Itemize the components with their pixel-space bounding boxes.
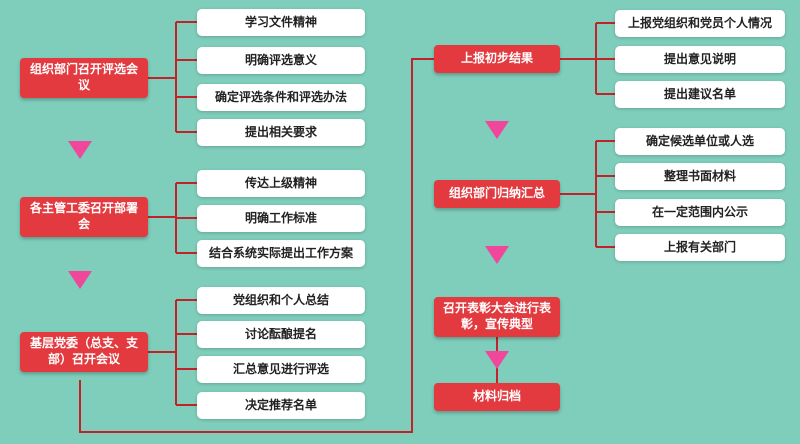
stage-1-step-1: 学习文件精神	[197, 9, 365, 36]
stage-3-step-1: 党组织和个人总结	[197, 287, 365, 314]
column-connector	[79, 58, 434, 433]
flow-arrow-2	[68, 271, 92, 289]
stage-3-step-2: 讨论酝酿提名	[197, 321, 365, 348]
stage-2-step-2: 明确工作标准	[197, 205, 365, 232]
stage-1-step-2: 明确评选意义	[197, 47, 365, 74]
stage-2-step-1: 传达上级精神	[197, 170, 365, 197]
stage-4-step-2: 提出意见说明	[615, 46, 785, 73]
stage-3-step-4: 决定推荐名单	[197, 392, 365, 419]
stage-3-step-3: 汇总意见进行评选	[197, 356, 365, 383]
stage-6-box: 召开表彰大会进行表彰，宣传典型	[434, 297, 560, 337]
flow-arrow-1	[68, 141, 92, 159]
flow-arrow-6	[485, 351, 509, 369]
stage-5-box: 组织部门归纳汇总	[434, 180, 560, 208]
stage-4-step-3: 提出建议名单	[615, 81, 785, 108]
stage-1-step-4: 提出相关要求	[197, 119, 365, 146]
flow-arrow-4	[485, 121, 509, 139]
stage-1-box: 组织部门召开评选会议	[20, 58, 148, 98]
stage-7-box: 材料归档	[434, 383, 560, 411]
stage-3-box: 基层党委（总支、支部）召开会议	[20, 332, 148, 372]
stage-4-step-1: 上报党组织和党员个人情况	[615, 10, 785, 37]
stage-2-box: 各主管工委召开部署会	[20, 197, 148, 237]
flow-arrow-5	[485, 246, 509, 264]
stage-5-step-3: 在一定范围内公示	[615, 199, 785, 226]
stage-2-step-3: 结合系统实际提出工作方案	[197, 240, 365, 267]
stage-5-step-2: 整理书面材料	[615, 163, 785, 190]
stage-1-step-3: 确定评选条件和评选办法	[197, 84, 365, 111]
stage-5-step-1: 确定候选单位或人选	[615, 128, 785, 155]
stage-5-step-4: 上报有关部门	[615, 234, 785, 261]
stage-4-box: 上报初步结果	[434, 45, 560, 73]
